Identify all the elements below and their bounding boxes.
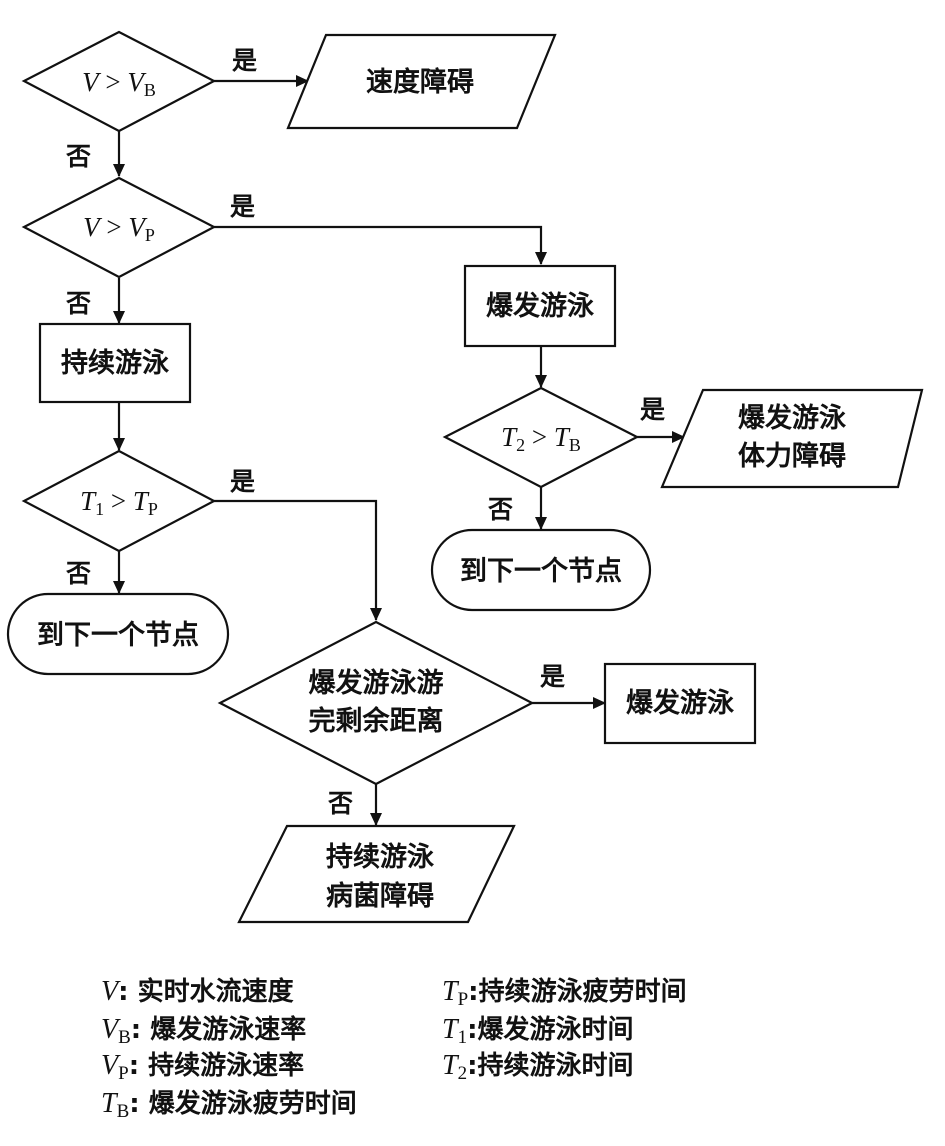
sustained-swim-label: 持续游泳 <box>61 348 170 379</box>
no-label: 否 <box>65 289 91 318</box>
process-box <box>463 264 617 348</box>
yes-label: 是 <box>230 467 255 496</box>
pathogen-barrier-line-1: 持续游泳 <box>326 842 435 873</box>
decision-burst-finish-remaining: 爆发游泳游 完剩余距离 <box>217 620 535 786</box>
terminal-rounded <box>6 592 230 676</box>
burst-swim-label: 爆发游泳 <box>486 290 595 322</box>
decision-v-gt-vb: V > VB <box>21 30 217 133</box>
decision-v-gt-vp: V > VP <box>21 176 217 279</box>
yes-label: 是 <box>232 46 257 75</box>
no-label: 否 <box>327 789 353 818</box>
process-box <box>603 662 757 745</box>
stamina-barrier-line-2: 体力障碍 <box>738 440 846 472</box>
output-parallelogram <box>237 824 516 924</box>
decision-t2-gt-tb: T2 > TB <box>442 386 640 489</box>
no-label: 否 <box>487 495 513 524</box>
next-node-label: 到下一个节点 <box>37 620 199 651</box>
output-speed-barrier: 速度障碍 <box>286 33 557 130</box>
output-burst-stamina-barrier: 爆发游泳 体力障碍 <box>660 388 924 489</box>
output-parallelogram <box>660 388 924 489</box>
decision-t1-gt-tp: T1 > TP <box>21 449 217 553</box>
output-parallelogram <box>286 33 557 130</box>
legend-item: VP: 持续游泳速率 <box>101 1050 305 1084</box>
connectors <box>113 75 685 826</box>
terminal-rounded <box>430 528 652 612</box>
decision-diamond <box>442 386 640 489</box>
no-label: 否 <box>65 142 91 171</box>
terminal-next-node-right: 到下一个节点 <box>430 528 652 612</box>
edge-vp-yes-to-burst <box>214 225 547 265</box>
finish-check-line-2: 完剩余距离 <box>309 705 444 737</box>
terminal-next-node-left: 到下一个节点 <box>6 592 230 676</box>
decision-diamond <box>21 30 217 133</box>
legend-item: V: 实时水流速度 <box>101 976 294 1007</box>
legend-item: TP:持续游泳疲劳时间 <box>442 976 687 1010</box>
decision-diamond <box>217 620 535 786</box>
no-label: 否 <box>65 559 91 588</box>
output-sustained-pathogen-barrier: 持续游泳 病菌障碍 <box>237 824 516 924</box>
speed-barrier-label: 速度障碍 <box>366 66 474 98</box>
yes-label: 是 <box>640 395 665 424</box>
process-box <box>38 322 192 404</box>
process-sustained-swim: 持续游泳 <box>38 322 192 404</box>
burst-swim-label: 爆发游泳 <box>626 687 735 719</box>
decision-diamond <box>21 176 217 279</box>
next-node-label: 到下一个节点 <box>460 556 622 587</box>
legend-item: VB: 爆发游泳速率 <box>101 1014 307 1048</box>
yes-label: 是 <box>230 192 255 221</box>
condition-text: V > VP <box>83 212 155 245</box>
process-burst-swim-final: 爆发游泳 <box>603 662 757 745</box>
condition-text: V > VB <box>82 67 156 100</box>
decision-diamond <box>21 449 217 553</box>
condition-text: T1 > TP <box>80 486 158 519</box>
process-burst-swim: 爆发游泳 <box>463 264 617 348</box>
legend-item: T2:持续游泳时间 <box>442 1050 634 1084</box>
stamina-barrier-line-1: 爆发游泳 <box>738 402 847 434</box>
legend-item: TB: 爆发游泳疲劳时间 <box>101 1088 357 1122</box>
yes-label: 是 <box>540 662 565 691</box>
condition-text: T2 > TB <box>501 422 581 455</box>
edge-t1-yes-to-finish-check <box>214 499 382 621</box>
legend-item: T1:爆发游泳时间 <box>442 1014 634 1048</box>
finish-check-line-1: 爆发游泳游 <box>309 667 444 699</box>
pathogen-barrier-line-2: 病菌障碍 <box>326 880 434 912</box>
